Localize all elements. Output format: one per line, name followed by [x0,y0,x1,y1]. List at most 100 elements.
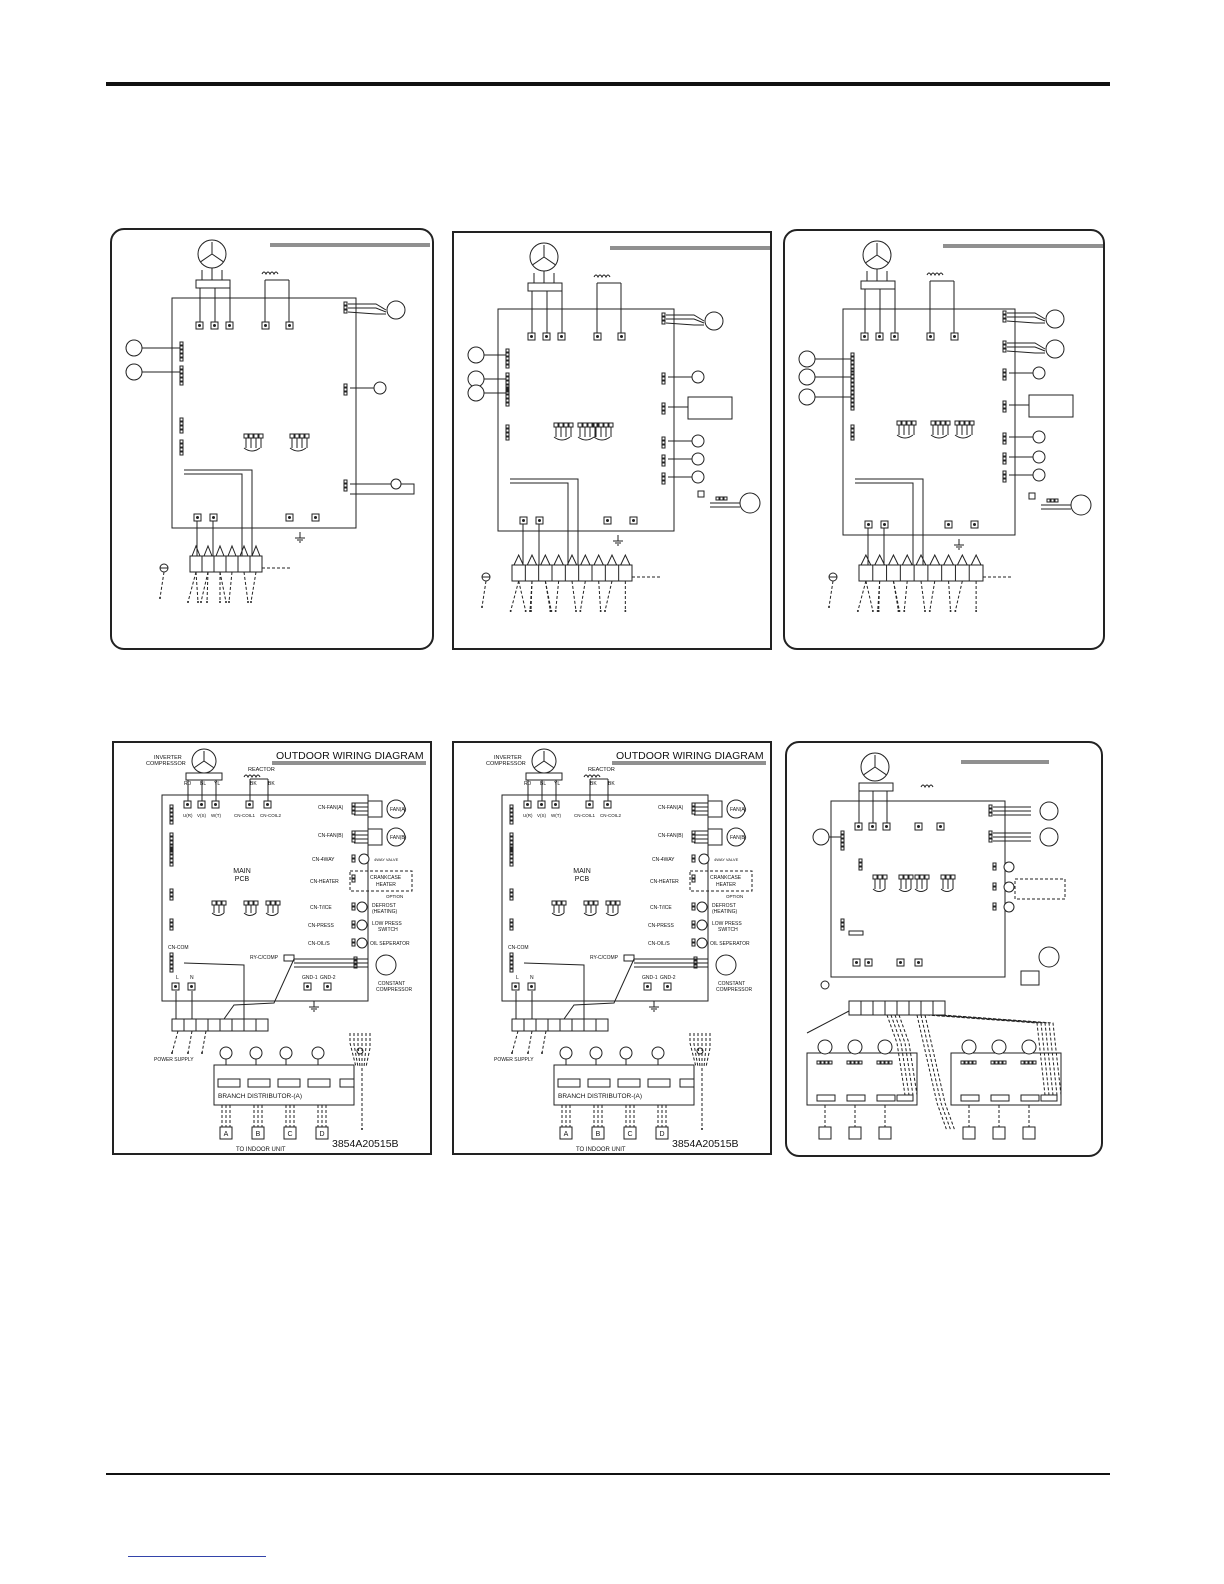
comm-wire [523,962,585,1019]
thermistor-pin [289,433,295,439]
sensor-connector [840,834,845,839]
valve-connector [343,479,348,484]
valve-connector [1002,436,1007,441]
reactor-coil-icon [920,784,934,789]
comm-dashed [942,1014,1062,1096]
output-arrow [201,1030,207,1054]
valve-icon [1003,881,1015,893]
output-arrow [571,580,577,612]
branch-connector [846,1060,851,1065]
thermistor-icon [583,912,597,916]
indoor-unit-label: D [659,1131,664,1138]
fan-motor-icon [386,300,406,320]
valve-connector [661,372,666,377]
fan-motor-icon [1039,827,1059,847]
terminal-dot [228,324,231,327]
arrow-tip [509,610,512,612]
thermistor-pin [603,422,609,428]
bottom-rule [106,1473,1110,1475]
comm-dashed [689,1033,697,1068]
thermistor-pin [940,420,946,426]
valve-connector [661,440,666,445]
branch-distributor-box [950,1052,1062,1106]
valve-icon [651,1046,665,1060]
valve-connector [661,406,666,411]
heater-option-box [687,396,733,420]
valve-icon [373,381,387,395]
fan-connector [343,309,348,314]
sensor-connector [179,373,184,378]
thermistor-pin [898,874,904,880]
sensor-connector [850,386,855,391]
terminal-dot [200,803,203,806]
terminal-dot [871,825,874,828]
terminal-dot [929,335,932,338]
comm-dashed [926,1014,1046,1096]
reactor-coil-icon [261,271,279,276]
terminal-jumper [191,544,201,557]
com-connector [169,952,174,957]
left-connector [509,850,514,855]
arrow-tip [511,1052,513,1054]
terminal-box [936,822,945,831]
fan-connector-label: CN-FAN(B) [318,833,344,839]
valve-icon [1021,1039,1037,1055]
heater-box [1028,394,1074,418]
left-connector [509,820,514,825]
left-connector [169,918,174,923]
fan-connector-label: CN-FAN(A) [658,805,684,811]
n-label: N [530,975,534,981]
constant-label: CONSTANT [378,981,405,987]
comm-wire [184,473,243,556]
thermistor-pin [294,433,300,439]
thermistor-pin [896,420,902,426]
fan-connector [1002,348,1007,353]
fan-terminal-block [367,828,383,846]
thermistor-icon [898,888,912,892]
branch-label: BRANCH DISTRIBUTOR-(A) [218,1093,302,1100]
main-pcb-outline [171,297,357,529]
left-connector [169,840,174,845]
pcb-connector [179,443,184,448]
main-label: MAIN [233,868,251,875]
output-arrow [171,1030,179,1054]
main-label: MAIN [573,868,591,875]
press-connector [351,924,356,929]
left-connector [169,850,174,855]
terminal-dot [530,335,533,338]
reactor-coil-icon [926,272,944,277]
gnd1-label: GND-1 [302,975,318,981]
thermistor-pin [882,874,888,880]
fan-wire [1006,350,1045,354]
valve-connector [992,882,997,887]
fan-connector [691,802,696,807]
left-connector [509,918,514,923]
com-connector [509,964,514,969]
valve-connector [1002,432,1007,437]
thermistor-pin [258,433,264,439]
indoor-unit-box [962,1126,976,1140]
terminal-label: W(T) [551,813,561,818]
footer-link-underline[interactable] [128,1556,266,1557]
arrow-tip [903,610,906,612]
switch-icon [390,478,402,490]
fan-wire [1007,342,1046,350]
sensor-connector [179,369,184,374]
diagram-title: OUTDOOR WIRING DIAGRAM [276,750,424,762]
thermistor-icon [914,888,928,892]
thermistor-pin [568,422,574,428]
left-connector [509,808,514,813]
terminal-dot [198,324,201,327]
arrow-tip [624,610,627,612]
compressor-rotor [532,256,545,266]
l-label: L [516,975,519,981]
thermistor-pin [582,422,588,428]
compressor-rotor [194,760,205,769]
heater-connector [351,878,356,883]
terminal-jumper [239,544,249,557]
compressor-rotor [534,760,545,769]
indoor-unit-label: A [564,1131,569,1138]
output-arrow [598,580,602,612]
terminal-dot [530,985,533,988]
